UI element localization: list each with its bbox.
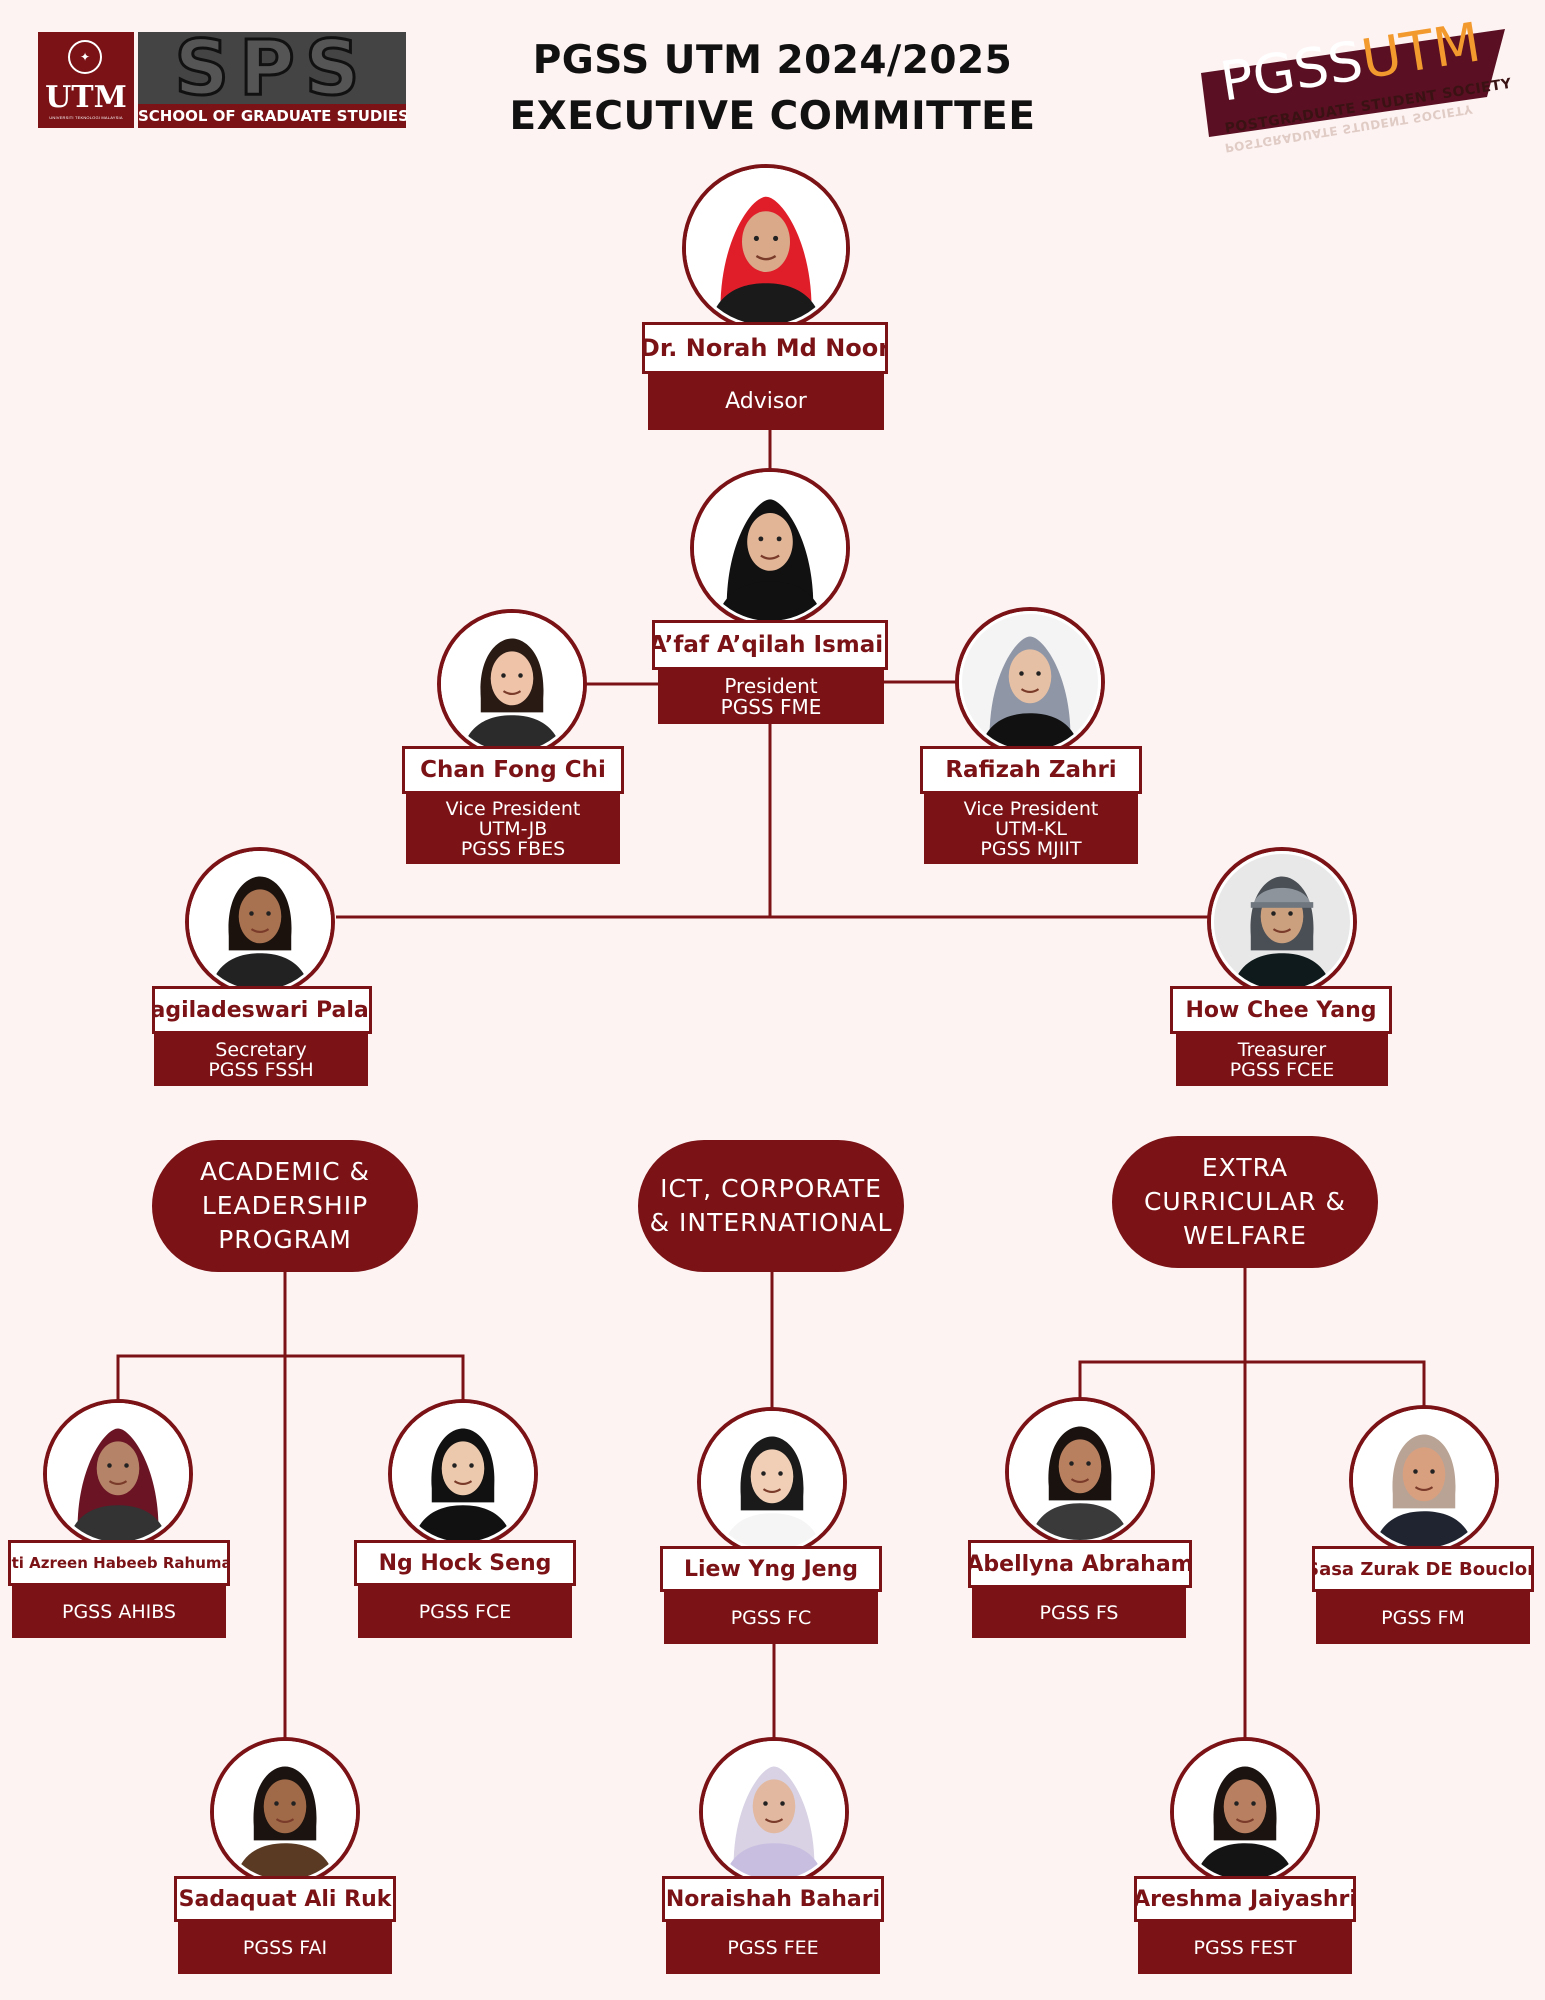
member-name: How Chee Yang xyxy=(1170,986,1392,1034)
member-name: Areshma Jaiyashri xyxy=(1134,1876,1356,1922)
member-role-line: PGSS FSSH xyxy=(208,1059,314,1081)
member-role-line: Vice President xyxy=(963,798,1099,820)
member-photo xyxy=(955,607,1105,757)
portrait-icon xyxy=(214,1741,356,1883)
portrait-icon xyxy=(1174,1741,1316,1883)
member-photo xyxy=(1349,1405,1499,1555)
connector-academic-branch xyxy=(116,1354,465,1416)
member-name: Noraishah Bahari xyxy=(662,1876,884,1922)
member-photo xyxy=(185,847,335,997)
member-name: Abellyna Abraham xyxy=(968,1540,1192,1588)
member-name: Ng Hock Seng xyxy=(354,1540,576,1586)
member-roles: Advisor xyxy=(648,372,884,430)
member-role-line: PGSS FAI xyxy=(242,1937,328,1959)
member-roles: PGSS AHIBS xyxy=(12,1586,226,1638)
member-photo xyxy=(690,468,850,628)
member-photo xyxy=(682,164,850,332)
member-role-line: PGSS AHIBS xyxy=(62,1601,176,1623)
member-roles: PGSS FM xyxy=(1316,1592,1530,1644)
member-role-line: PGSS FEE xyxy=(727,1937,819,1959)
member-role-line: PGSS FBES xyxy=(460,838,566,860)
member-role-line: PGSS FM xyxy=(1381,1607,1465,1629)
member-role-line: President xyxy=(724,674,818,698)
portrait-icon xyxy=(1009,1401,1151,1543)
member-roles: PGSS FEST xyxy=(1138,1922,1352,1974)
member-photo xyxy=(43,1399,193,1549)
member-photo xyxy=(437,609,587,759)
pgss-logo-band xyxy=(1201,29,1505,137)
member-photo xyxy=(1170,1737,1320,1887)
member-role-line: PGSS FS xyxy=(1039,1602,1119,1624)
division-ict: ICT, CORPORATE & INTERNATIONAL xyxy=(638,1140,904,1272)
utm-sps-logo: ✦ UTM UNIVERSITI TEKNOLOGI MALAYSIA SPS … xyxy=(38,23,409,128)
member-role-line: Vice President xyxy=(445,798,581,820)
utm-logo: ✦ UTM UNIVERSITI TEKNOLOGI MALAYSIA xyxy=(38,32,134,128)
utm-seal-icon: ✦ xyxy=(68,40,102,74)
member-role-line: Treasurer xyxy=(1237,1039,1327,1061)
member-photo xyxy=(210,1737,360,1887)
member-photo xyxy=(388,1399,538,1549)
portrait-icon xyxy=(686,168,846,328)
pgss-utm-logo: PGSSUTM POSTGRADUATE STUDENT SOCIETY POS… xyxy=(1195,10,1515,165)
member-name: Dr. Norah Md Noor xyxy=(642,322,888,374)
member-role-line: UTM-KL xyxy=(995,818,1067,840)
portrait-icon xyxy=(189,851,331,993)
sps-logo: SPS SCHOOL OF GRADUATE STUDIES xyxy=(138,23,409,128)
member-roles: PGSS FCE xyxy=(358,1586,572,1638)
member-role-line: PGSS FEST xyxy=(1193,1937,1297,1959)
member-role-line: Secretary xyxy=(215,1039,307,1061)
member-role-line: PGSS MJIIT xyxy=(980,838,1082,860)
connector-extra-branch xyxy=(1078,1360,1426,1420)
sps-logo-subtext: SCHOOL OF GRADUATE STUDIES xyxy=(138,104,409,128)
member-roles: PGSS FS xyxy=(972,1588,1186,1638)
member-name: Liew Yng Jeng xyxy=(660,1546,882,1592)
page-title-line1: PGSS UTM 2024/2025 xyxy=(532,38,1013,83)
member-photo xyxy=(1207,847,1357,997)
member-name: Rafizah Zahri xyxy=(920,746,1142,794)
member-name: A’faf A’qilah Ismail xyxy=(652,620,888,670)
member-photo xyxy=(697,1407,847,1557)
member-role-line: UTM-JB xyxy=(478,818,548,840)
utm-logo-text: UTM xyxy=(45,80,127,115)
member-name: Siti Azreen Habeeb Rahuman xyxy=(8,1540,230,1586)
portrait-icon xyxy=(441,613,583,755)
sps-logo-text: SPS xyxy=(173,23,370,112)
portrait-icon xyxy=(694,472,846,624)
member-roles: PGSS FC xyxy=(664,1592,878,1644)
page-title-line2: EXECUTIVE COMMITTEE xyxy=(509,94,1036,139)
member-name: Sadaquat Ali Ruk xyxy=(174,1876,396,1922)
member-role-line: Advisor xyxy=(725,388,807,414)
member-role-line: PGSS FCEE xyxy=(1229,1059,1335,1081)
portrait-icon xyxy=(47,1403,189,1545)
portrait-icon xyxy=(959,611,1101,753)
member-photo xyxy=(699,1737,849,1887)
member-role-line: PGSS FME xyxy=(720,695,822,719)
member-photo xyxy=(1005,1397,1155,1547)
portrait-icon xyxy=(1211,851,1353,993)
division-extra: EXTRA CURRICULAR & WELFARE xyxy=(1112,1136,1378,1268)
member-role-line: PGSS FC xyxy=(730,1607,812,1629)
portrait-icon xyxy=(701,1411,843,1553)
portrait-icon xyxy=(703,1741,845,1883)
member-name: Sasa Zurak DE Bouclon xyxy=(1312,1546,1534,1592)
member-roles: PGSS FEE xyxy=(666,1922,880,1974)
member-role-line: PGSS FCE xyxy=(418,1601,512,1623)
member-name: Chan Fong Chi xyxy=(402,746,624,794)
member-roles: PGSS FAI xyxy=(178,1922,392,1974)
division-academic: ACADEMIC & LEADERSHIP PROGRAM xyxy=(152,1140,418,1272)
utm-logo-subtext: UNIVERSITI TEKNOLOGI MALAYSIA xyxy=(49,115,123,120)
portrait-icon xyxy=(392,1403,534,1545)
portrait-icon xyxy=(1353,1409,1495,1551)
